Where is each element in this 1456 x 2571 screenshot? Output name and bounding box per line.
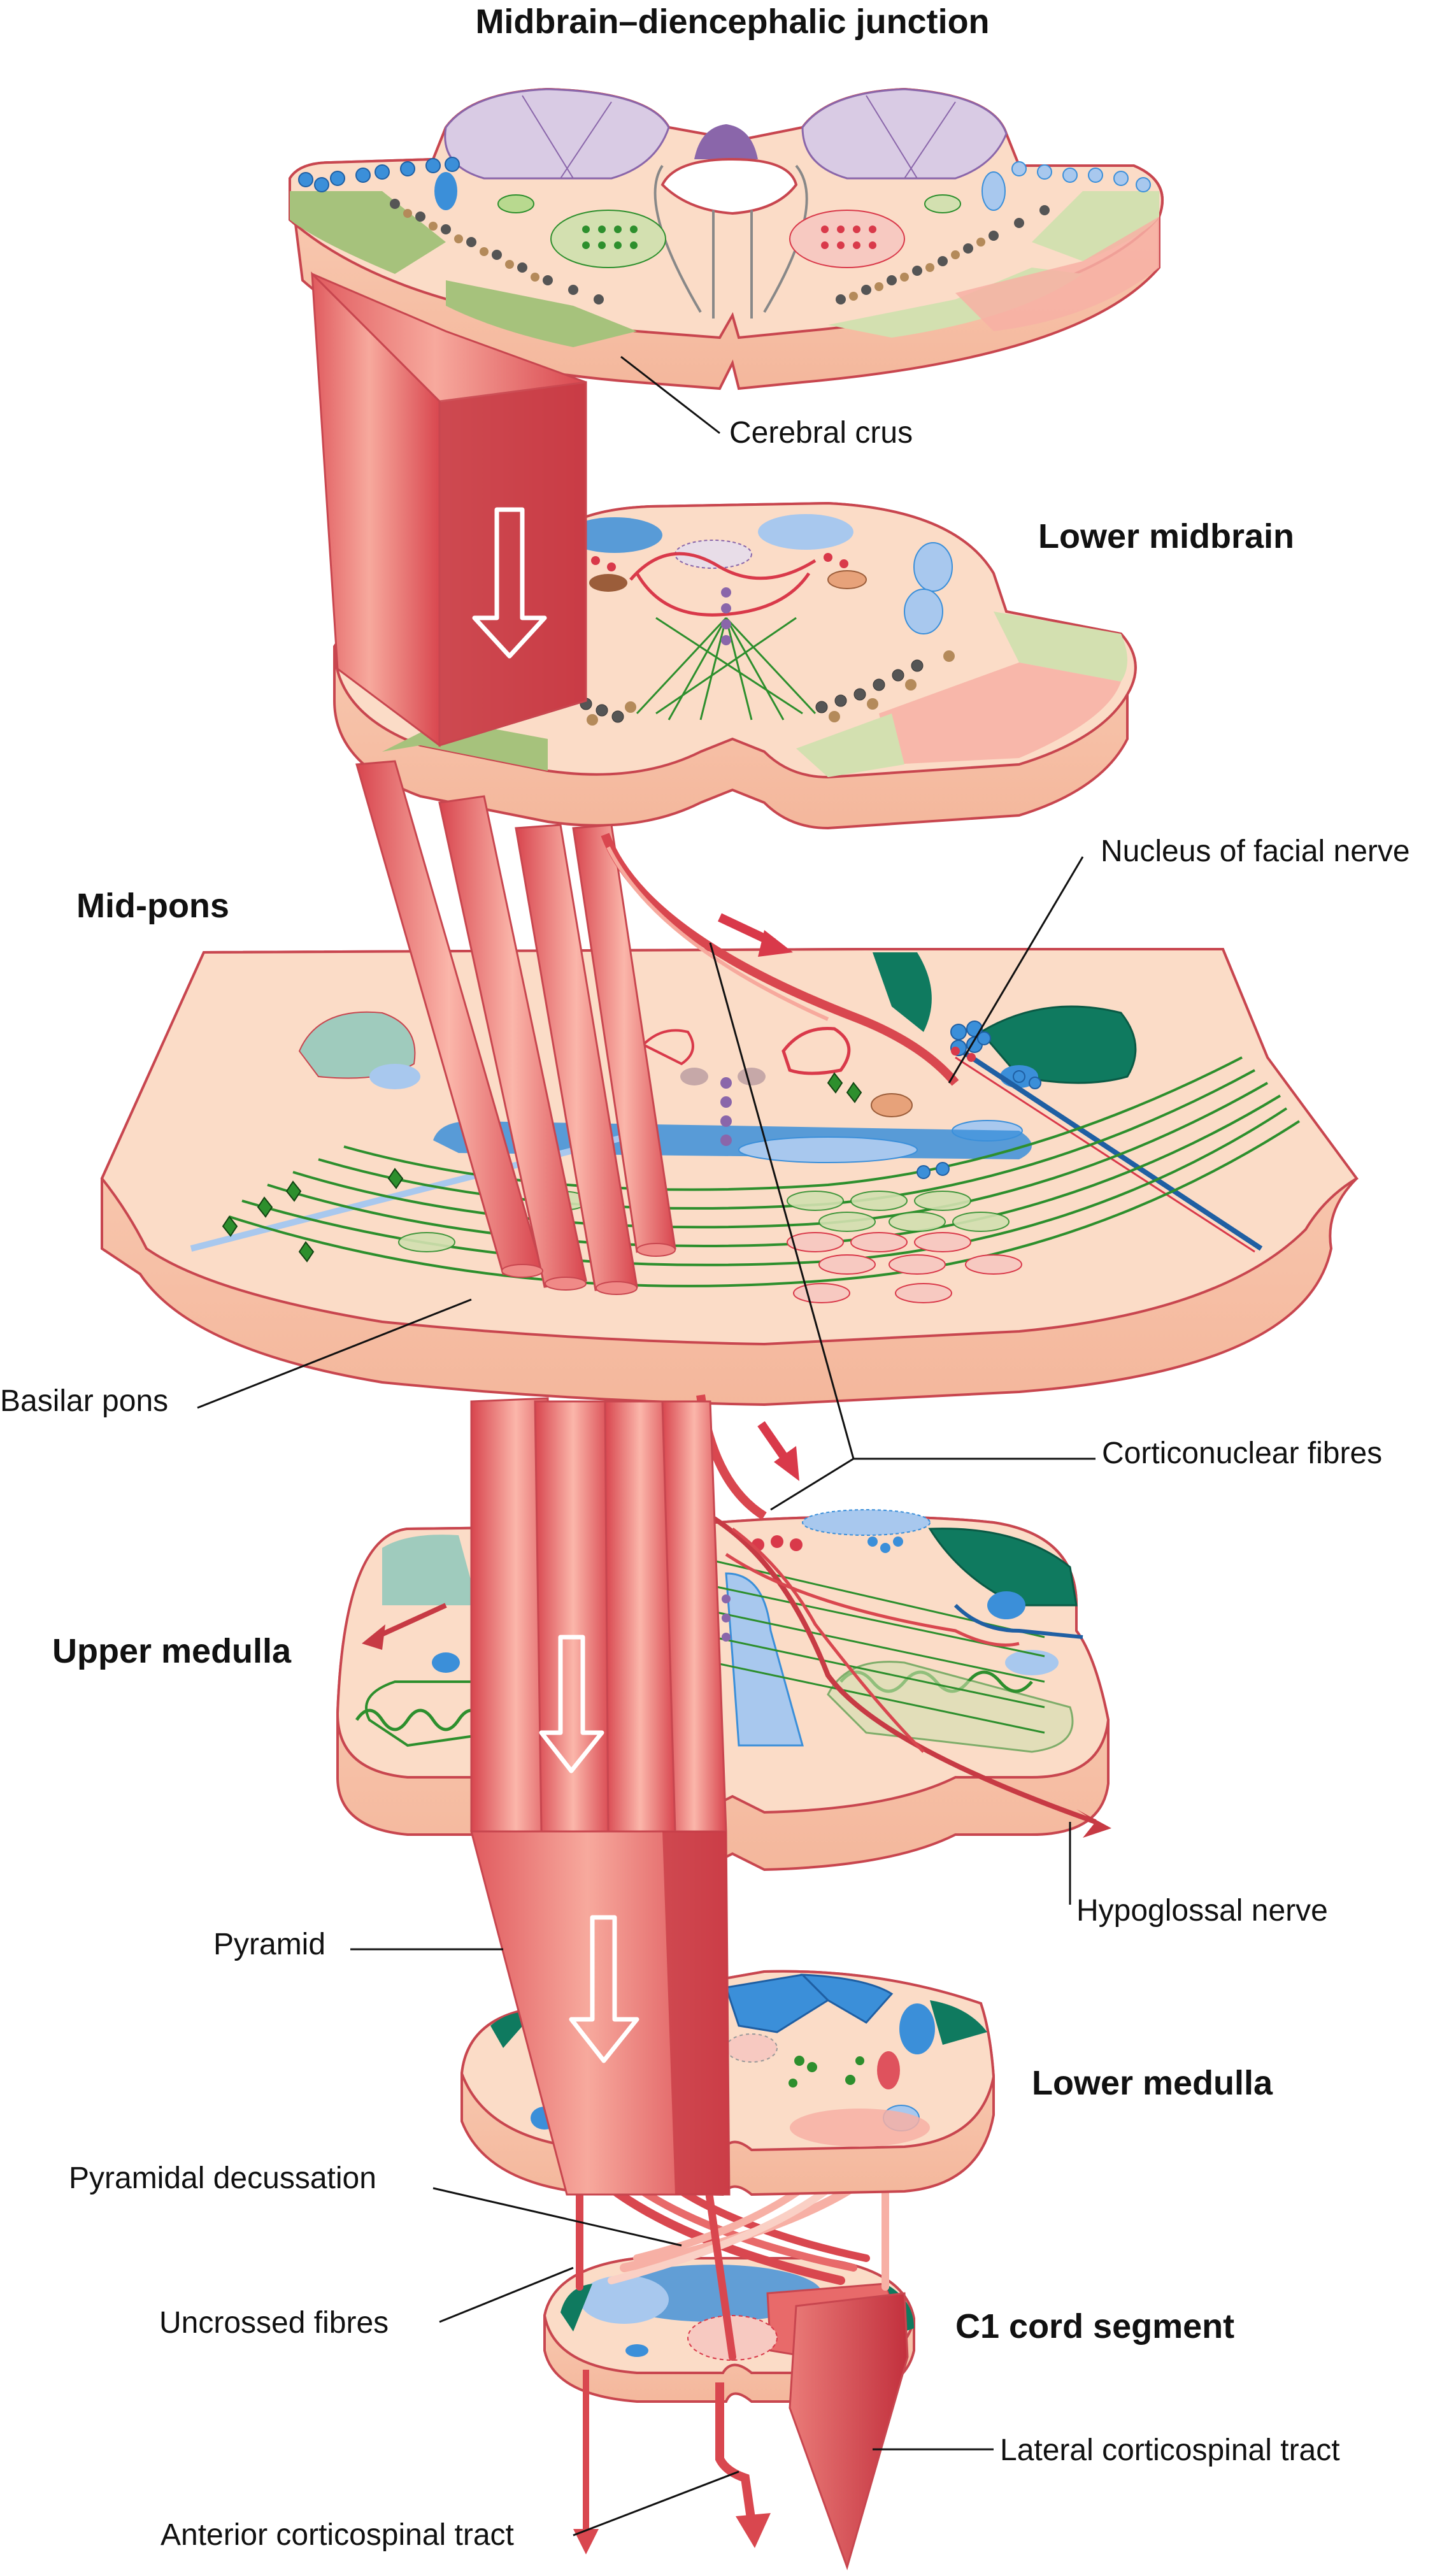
mid-pons-slab: [100, 948, 1359, 1407]
c1-cord-label: C1 cord segment: [955, 2307, 1234, 2345]
lower-midbrain-label: Lower midbrain: [1038, 517, 1294, 555]
nucleus-facial-label: Nucleus of facial nerve: [1101, 834, 1410, 868]
cerebral-crus-label: Cerebral crus: [729, 416, 913, 450]
title-label: Midbrain–diencephalic junction: [475, 3, 989, 41]
labels: Midbrain–diencephalic junction Cerebral …: [0, 3, 1410, 2552]
basilar-pons-label: Basilar pons: [0, 1384, 168, 1418]
pyramidal-decussation-label: Pyramidal decussation: [69, 2161, 376, 2195]
corticospinal-tract: [311, 271, 1111, 2570]
leader-lines: [197, 355, 1096, 2537]
corticonuclear-label: Corticonuclear fibres: [1102, 1436, 1382, 1470]
mid-pons-label: Mid-pons: [76, 887, 229, 925]
pyramid-label: Pyramid: [213, 1928, 325, 1961]
uncrossed-fibres-label: Uncrossed fibres: [159, 2306, 389, 2340]
lower-medulla-label: Lower medulla: [1032, 2064, 1273, 2102]
lateral-cst-label: Lateral corticospinal tract: [1000, 2433, 1340, 2467]
hypoglossal-label: Hypoglossal nerve: [1076, 1894, 1328, 1928]
midbrain-diencephalic-slab: [288, 87, 1164, 390]
anterior-cst-label: Anterior corticospinal tract: [161, 2518, 514, 2552]
upper-medulla-label: Upper medulla: [52, 1632, 292, 1670]
